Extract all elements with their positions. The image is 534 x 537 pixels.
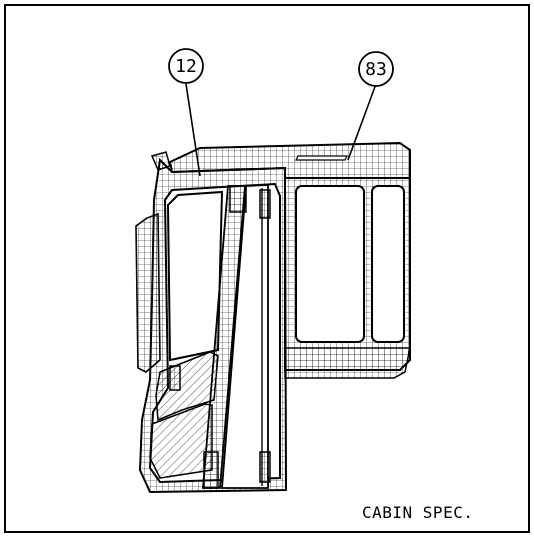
callout-label-12: 12 xyxy=(175,56,197,77)
rear-step xyxy=(284,347,411,379)
hinge-bottom-right xyxy=(259,451,271,483)
leader-line-12 xyxy=(185,83,201,177)
hinge-mid xyxy=(259,189,271,219)
callout-label-83: 83 xyxy=(365,59,387,80)
door-handle xyxy=(169,365,181,391)
mirror-bracket xyxy=(150,151,171,171)
rear-window-left xyxy=(295,185,365,343)
hinge-top xyxy=(229,185,247,213)
callout-12: 12 xyxy=(168,48,204,84)
door-upper-window xyxy=(166,190,224,362)
hinge-bottom-left xyxy=(203,451,219,489)
rear-window-right xyxy=(371,185,405,343)
callout-83: 83 xyxy=(358,51,394,87)
leader-line-83 xyxy=(347,83,377,161)
window-pillar xyxy=(221,184,269,489)
roof-vent xyxy=(295,155,348,161)
spec-caption: CABIN SPEC. xyxy=(362,503,474,522)
